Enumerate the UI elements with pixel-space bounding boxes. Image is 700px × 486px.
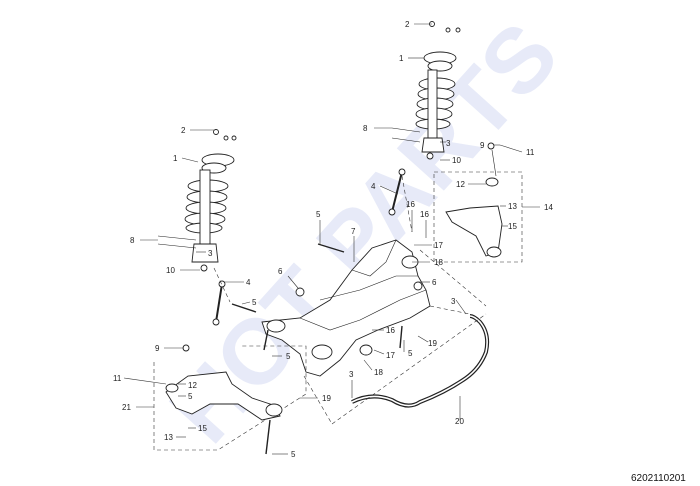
callout-13: 13 [508,202,517,211]
callout-15-left: 15 [198,424,207,433]
callout-19-low: 19 [322,394,331,403]
callout-numbers: 2 1 8 3 10 9 11 12 13 15 14 2 1 8 3 10 4… [113,20,553,459]
callout-11-left: 11 [113,374,122,383]
callout-13-left: 13 [164,433,173,442]
left-damper-body [199,169,211,249]
right-ball-joint [485,177,499,187]
callout-3-bar-right: 3 [451,297,456,306]
callout-3: 3 [446,139,451,148]
callout-16-low: 16 [386,326,395,335]
front-subframe [261,239,431,377]
left-strut-assembly [157,129,237,272]
callout-5-right: 5 [408,349,413,358]
callout-leaders [123,23,540,455]
callout-2-left: 2 [181,126,186,135]
left-stabilizer-link [212,280,226,326]
callout-19-right: 19 [428,339,437,348]
right-stabilizer-link [388,168,406,216]
right-strut-assembly [391,21,461,160]
right-damper-body [427,69,438,141]
callout-9-left: 9 [155,344,160,353]
callout-20: 20 [455,417,464,426]
callout-5-bottom: 5 [291,450,296,459]
right-top-washer [445,27,451,33]
callout-8-left: 8 [130,236,135,245]
callout-6-left: 6 [278,267,283,276]
callout-8: 8 [363,124,368,133]
right-arm-nut [487,142,495,150]
callout-11: 11 [526,148,535,157]
callout-12: 12 [456,180,465,189]
callout-4: 4 [371,182,376,191]
callout-5-top: 5 [316,210,321,219]
callout-21: 21 [122,403,131,412]
callout-10: 10 [452,156,461,165]
right-nut [426,152,434,160]
callout-9: 9 [480,141,485,150]
callout-3-left: 3 [208,249,213,258]
right-mount-bearing [427,60,453,72]
callout-6-right: 6 [432,278,437,287]
assembly-lines [213,175,487,425]
callout-17-top: 17 [434,241,443,250]
callout-5-box: 5 [188,392,193,401]
callout-2: 2 [405,20,410,29]
callout-18-low: 18 [374,368,383,377]
right-top-washer-2 [455,27,461,33]
callout-1-left: 1 [173,154,178,163]
left-ball-joint [165,383,179,393]
right-knuckle-bracket [421,137,445,153]
callout-15: 15 [508,222,517,231]
right-arm-group-frame [433,171,523,263]
left-nut [200,264,208,272]
left-lower-control-arm [165,371,281,421]
callout-10-left: 10 [166,266,175,275]
subframe-bolts [231,243,403,455]
left-lower-arm-group [153,344,307,451]
callout-17-low: 17 [386,351,395,360]
callout-16-top: 16 [406,200,415,209]
callout-1: 1 [399,54,404,63]
left-top-nut [213,129,219,135]
callout-18-top: 18 [434,258,443,267]
catalog-number: 6202110201 [631,473,686,484]
right-lower-arm-group [433,142,523,263]
callout-3-bar: 3 [349,370,354,379]
left-arm-group-frame [153,345,307,451]
left-knuckle-bracket [191,243,219,263]
callout-12-left: 12 [188,381,197,390]
callout-5-mid: 5 [252,298,257,307]
callout-14: 14 [544,203,553,212]
callout-5-lower: 5 [286,352,291,361]
callout-7: 7 [351,227,356,236]
callout-16-top-2: 16 [420,210,429,219]
callout-4-left: 4 [246,278,251,287]
left-top-washer-2 [231,135,237,141]
left-top-washer [223,135,229,141]
